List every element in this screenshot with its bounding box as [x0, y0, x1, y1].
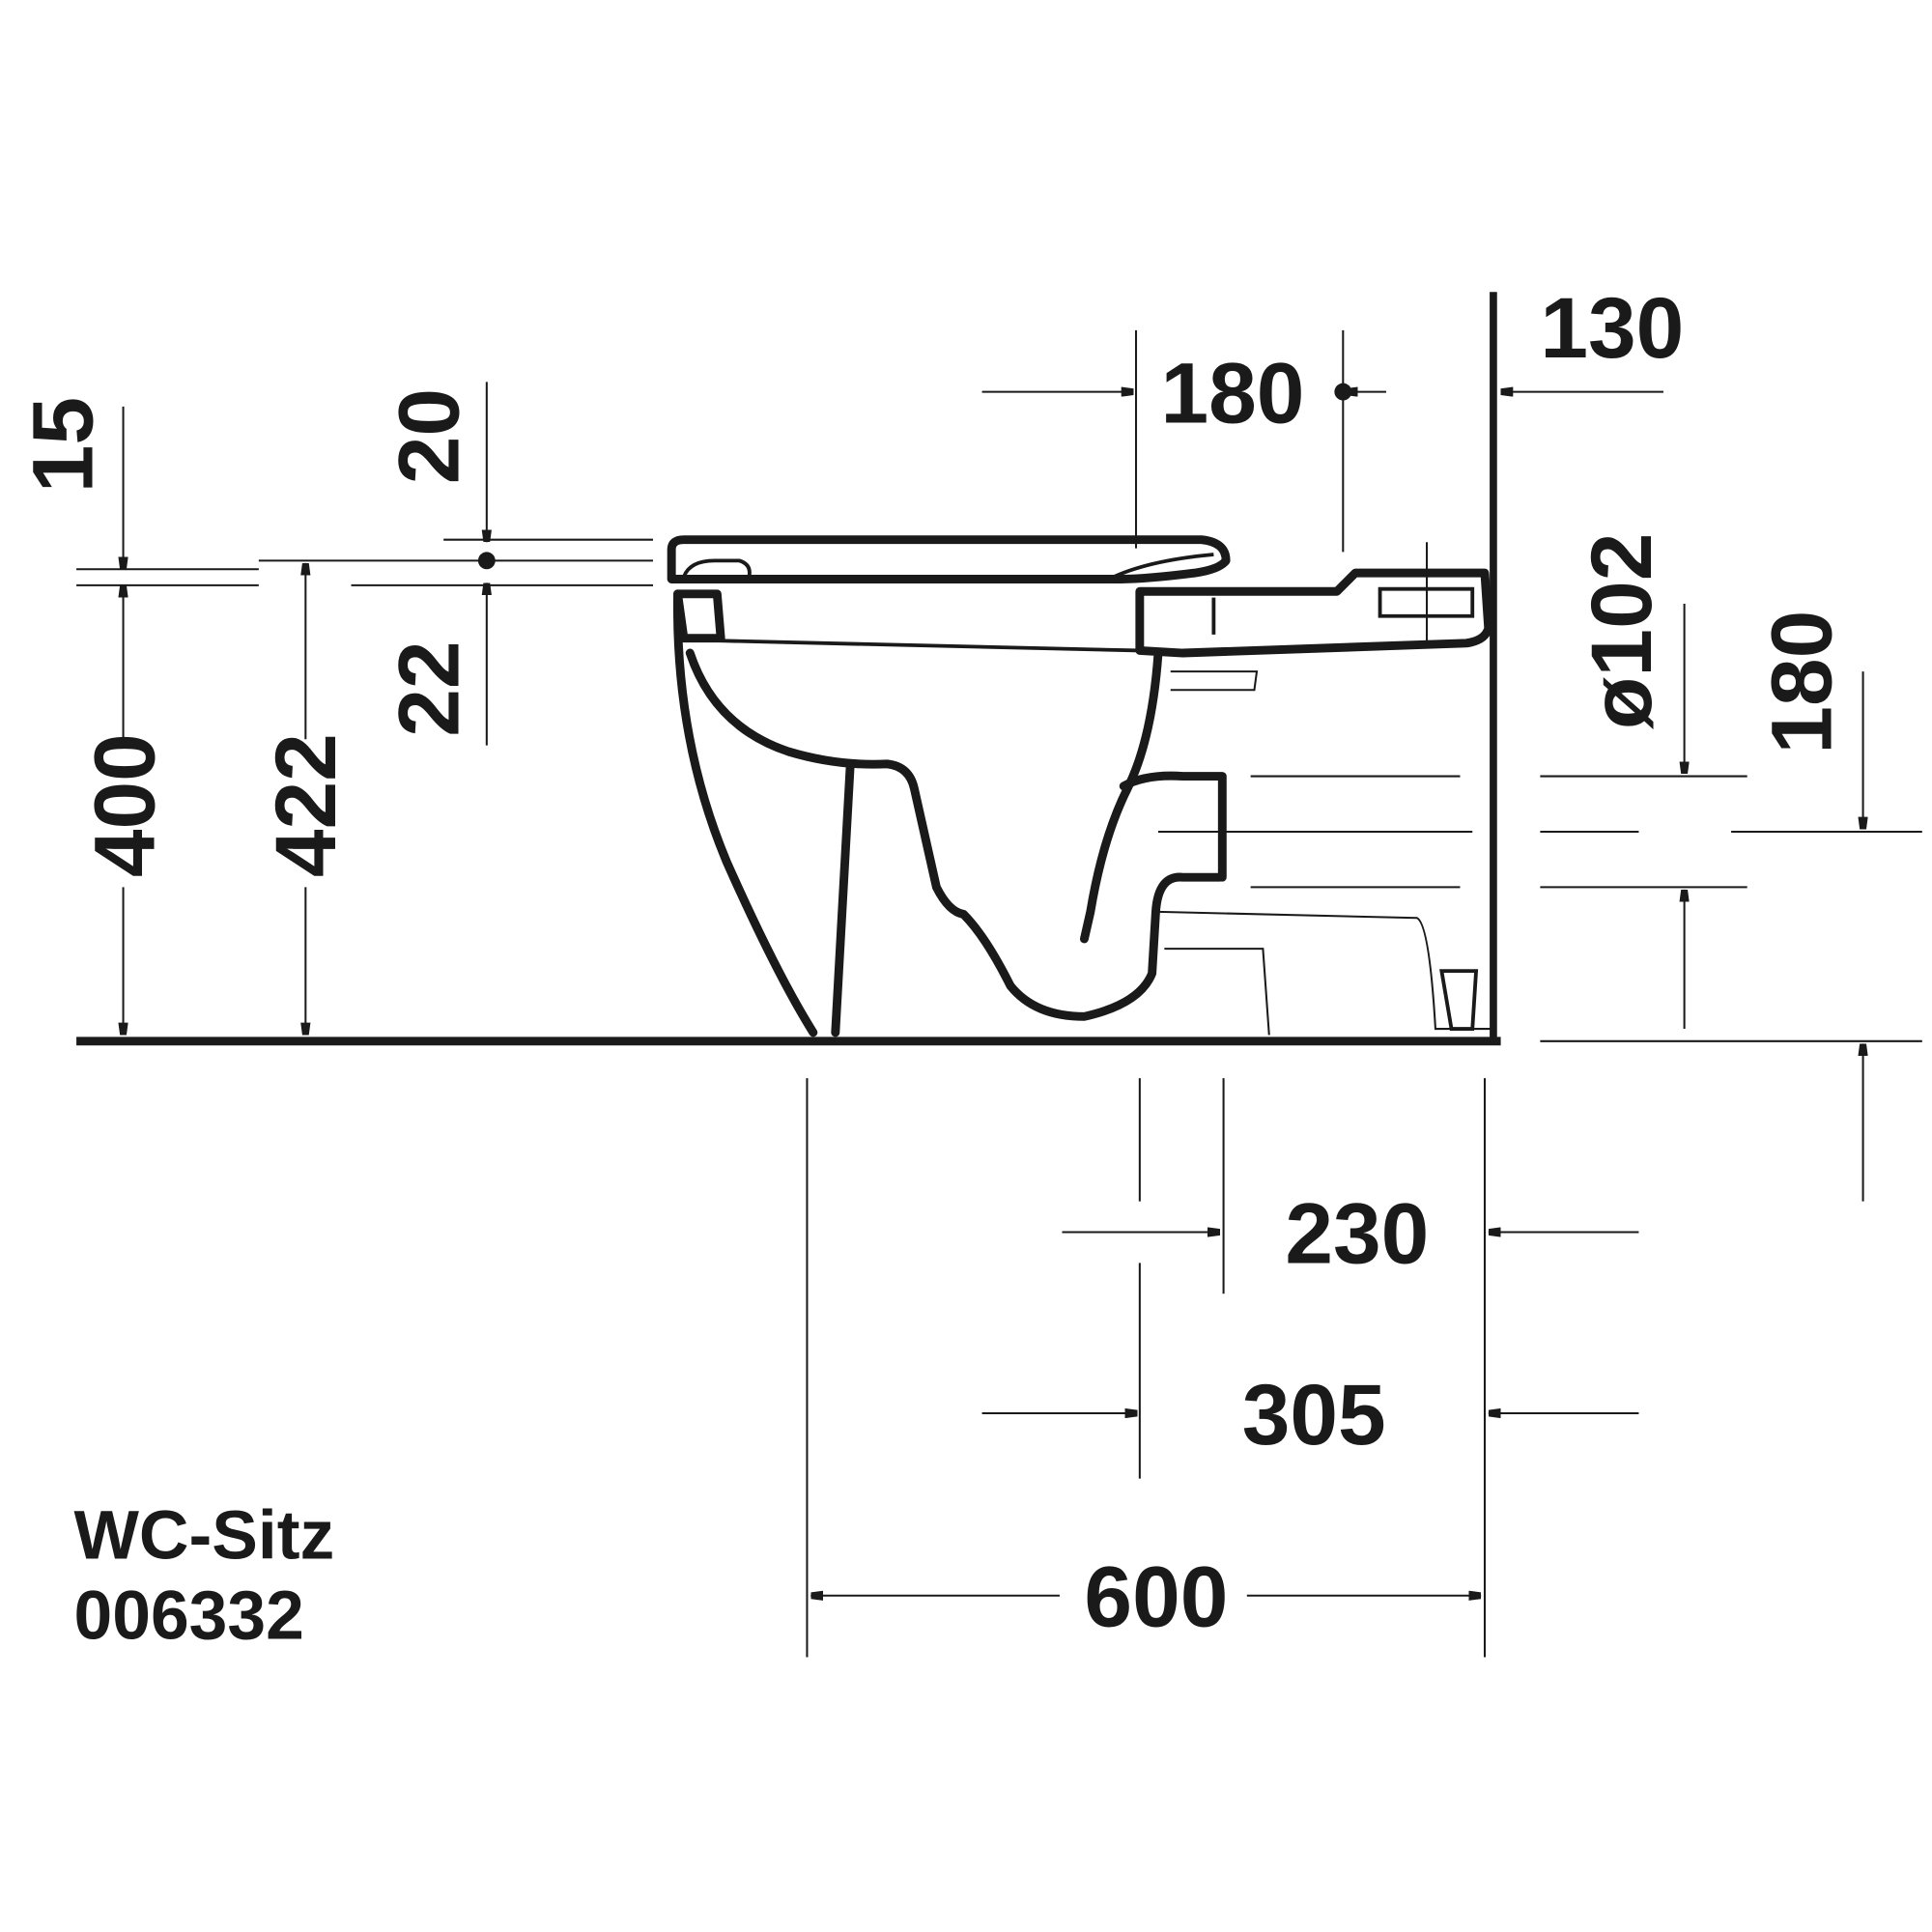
dim-180-top: 180 [1161, 345, 1305, 441]
product-number: 006332 [74, 1577, 304, 1654]
reference-dot [477, 552, 496, 570]
dimension-arrows [124, 382, 1863, 1595]
extension-lines [76, 329, 1922, 1658]
toilet-outline [667, 535, 1493, 1037]
dim-305: 305 [1242, 1366, 1386, 1463]
product-label: WC-Sitz [74, 1497, 335, 1575]
dim-15: 15 [14, 397, 111, 493]
dim-400: 400 [75, 733, 172, 877]
reference-dot [1334, 383, 1352, 401]
dim-outlet-diameter: ø102 [1573, 533, 1669, 729]
dim-180-right: 180 [1752, 611, 1849, 754]
dim-230: 230 [1285, 1184, 1429, 1281]
dim-20: 20 [380, 388, 476, 484]
dim-22: 22 [380, 640, 476, 736]
dim-600: 600 [1084, 1548, 1228, 1645]
dim-422: 422 [257, 733, 354, 877]
dim-130: 130 [1540, 279, 1684, 376]
